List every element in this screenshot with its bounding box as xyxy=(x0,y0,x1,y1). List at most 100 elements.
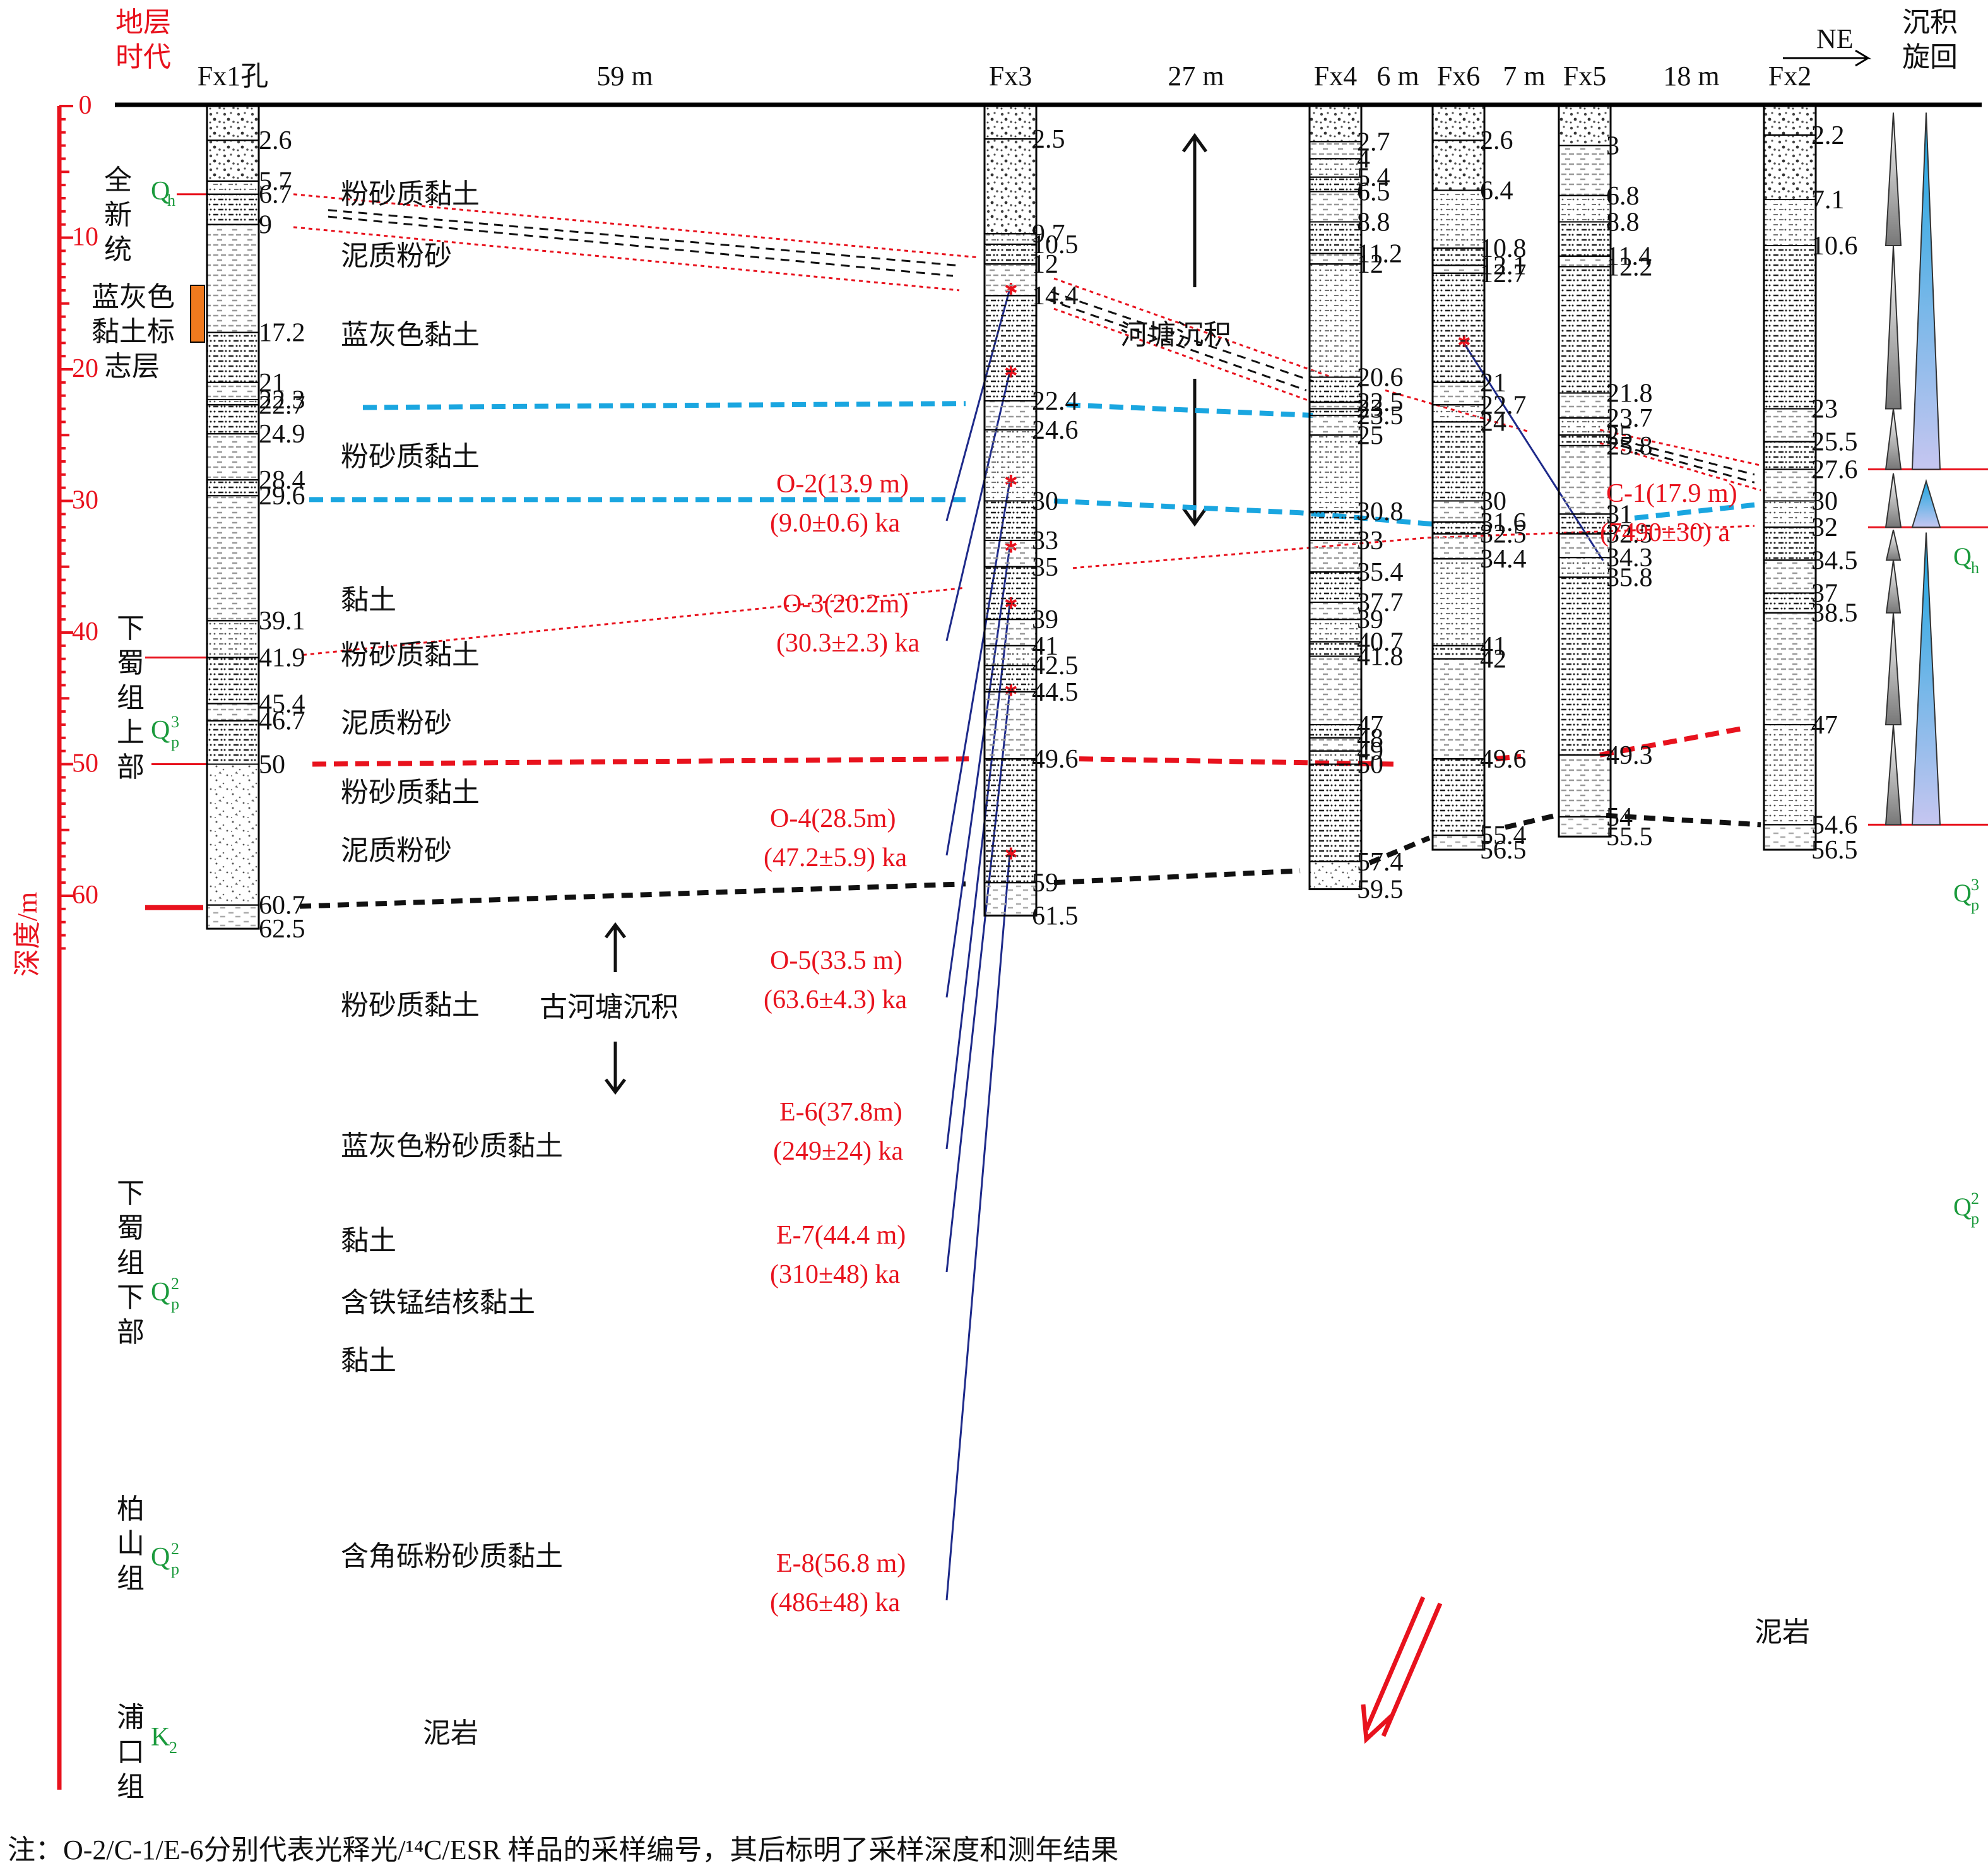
depth-label-3-3: 12.1 xyxy=(1480,251,1527,280)
cycle-triangle-blue xyxy=(1911,532,1941,826)
depth-label-3-0: 2.6 xyxy=(1480,126,1513,155)
borehole-layer xyxy=(1558,513,1611,535)
depth-label-3-12: 41 xyxy=(1480,632,1506,661)
stratum-pukou-2: 组 xyxy=(117,1771,145,1802)
black-correlation xyxy=(1047,299,1307,391)
borehole-layer xyxy=(1763,134,1816,201)
lithology-silty_clay-8: 粉砂质黏土 xyxy=(341,990,480,1021)
depth-label-1-13: 44.5 xyxy=(1032,678,1079,707)
borehole-layer xyxy=(984,540,1037,568)
borehole-layer xyxy=(1763,559,1816,594)
depth-label-4-3: 11.4 xyxy=(1606,242,1652,271)
stratum-xiashu-lower-1: 蜀 xyxy=(117,1213,145,1244)
stratum-marker-1: 蓝灰色 xyxy=(92,282,175,312)
depth-label-1-16: 61.5 xyxy=(1032,901,1079,931)
depth-label-3-13: 42 xyxy=(1480,645,1506,674)
borehole-layer xyxy=(984,882,1037,917)
borehole-layer xyxy=(984,645,1037,667)
borehole-column-5 xyxy=(1763,105,1817,851)
lithology-muddy_silt-1: 泥质粉砂 xyxy=(341,241,452,271)
depth-label-1-5: 22.4 xyxy=(1032,387,1079,416)
arrow-down-icon xyxy=(1181,379,1208,527)
cyan-boundary-qh xyxy=(362,401,966,410)
borehole-layer xyxy=(1763,245,1816,410)
depth-label-1-6: 24.6 xyxy=(1032,416,1079,445)
depth-label-1-15: 59 xyxy=(1032,869,1058,898)
borehole-layer xyxy=(206,479,259,497)
depth-tick-label-60: 60 xyxy=(72,881,98,910)
depth-label-0-7: 22.7 xyxy=(259,391,305,420)
sample-age-6: (486±48) ka xyxy=(770,1588,901,1617)
depth-label-1-4: 14.4 xyxy=(1032,282,1079,311)
borehole-layer xyxy=(1763,468,1816,502)
annotation-ancient-pond: 古河塘沉积 xyxy=(540,992,678,1023)
red-correlation-thin xyxy=(1599,442,1761,492)
borehole-layer xyxy=(206,331,259,383)
borehole-layer xyxy=(206,657,259,705)
borehole-layer xyxy=(1558,105,1611,146)
red-boundary-qp2 xyxy=(312,756,969,767)
borehole-layer xyxy=(1558,221,1611,257)
borehole-layer xyxy=(1432,521,1485,535)
stratum-code-qp2-boshan-sub: p xyxy=(171,1560,179,1578)
depth-label-3-10: 32.5 xyxy=(1480,520,1527,549)
borehole-layer xyxy=(984,691,1037,760)
depth-tick-label-0: 0 xyxy=(79,91,92,120)
borehole-layer xyxy=(1309,655,1362,725)
depth-tick-label-40: 40 xyxy=(72,617,98,646)
depth-label-2-11: 25 xyxy=(1357,421,1383,450)
borehole-layer xyxy=(1763,723,1816,826)
borehole-layer xyxy=(1309,737,1362,752)
borehole-layer xyxy=(1432,500,1485,523)
depth-label-5-11: 47 xyxy=(1811,711,1838,740)
borehole-layer xyxy=(1432,533,1485,560)
depth-label-4-0: 3 xyxy=(1606,132,1619,161)
depth-label-3-2: 10.8 xyxy=(1480,234,1527,263)
borehole-layer xyxy=(1309,253,1362,265)
stratum-code-qp3: Q xyxy=(151,716,170,745)
arrow-up-icon xyxy=(1181,133,1208,287)
lithology-clay-12: 黏土 xyxy=(341,1345,396,1376)
cycle-triangle-blue xyxy=(1911,479,1941,528)
borehole-title-5: Fx2 xyxy=(1768,61,1811,92)
depth-label-2-9: 23 xyxy=(1357,395,1383,424)
depth-label-0-9: 28.4 xyxy=(259,466,305,495)
sample-id-6: E-8(56.8 m) xyxy=(776,1549,906,1578)
borehole-layer xyxy=(1432,381,1485,406)
borehole-layer xyxy=(1309,158,1362,178)
borehole-layer xyxy=(1309,176,1362,193)
stratum-code-qp2-lower: Q xyxy=(151,1278,170,1307)
borehole-column-0 xyxy=(206,105,260,930)
borehole-layer xyxy=(206,223,259,333)
depth-label-1-2: 10.5 xyxy=(1032,230,1079,259)
borehole-layer xyxy=(1309,571,1362,604)
depth-label-1-1: 9.7 xyxy=(1032,220,1065,249)
black-boundary-k2 xyxy=(299,881,966,909)
depth-label-2-5: 11.2 xyxy=(1357,240,1402,269)
depth-label-1-7: 30 xyxy=(1032,487,1058,516)
sample-age-3: (63.6±4.3) ka xyxy=(764,985,908,1014)
header-cycle-1: 沉积 xyxy=(1902,7,1958,38)
cycle-triangle-grey xyxy=(1884,112,1902,247)
stratum-xiashu-upper-0: 下 xyxy=(117,613,145,644)
depth-label-0-3: 9 xyxy=(259,211,272,240)
stratum-code-qp2-lower-sup: 2 xyxy=(171,1275,179,1293)
sample-age-4: (249±24) ka xyxy=(773,1137,904,1166)
sample-id-7: C-1(17.9 m) xyxy=(1606,479,1737,508)
depth-label-5-0: 2.2 xyxy=(1811,121,1845,150)
red-correlation-thin xyxy=(293,226,960,292)
depth-label-5-8: 34.5 xyxy=(1811,546,1858,575)
distance-label-1: 27 m xyxy=(1168,61,1224,92)
borehole-layer xyxy=(984,263,1037,297)
depth-label-2-0: 2.7 xyxy=(1357,128,1390,157)
header-stratum-age-1: 地层 xyxy=(115,7,171,38)
north-east-arrow-icon xyxy=(1783,49,1872,67)
depth-label-2-21: 49 xyxy=(1357,737,1383,766)
depth-label-0-12: 41.9 xyxy=(259,644,305,673)
borehole-layer xyxy=(984,429,1037,502)
cycle-triangle-grey xyxy=(1885,530,1902,561)
borehole-layer xyxy=(1432,645,1485,660)
borehole-column-3 xyxy=(1431,105,1486,851)
borehole-layer xyxy=(1309,602,1362,621)
borehole-layer xyxy=(984,105,1037,140)
